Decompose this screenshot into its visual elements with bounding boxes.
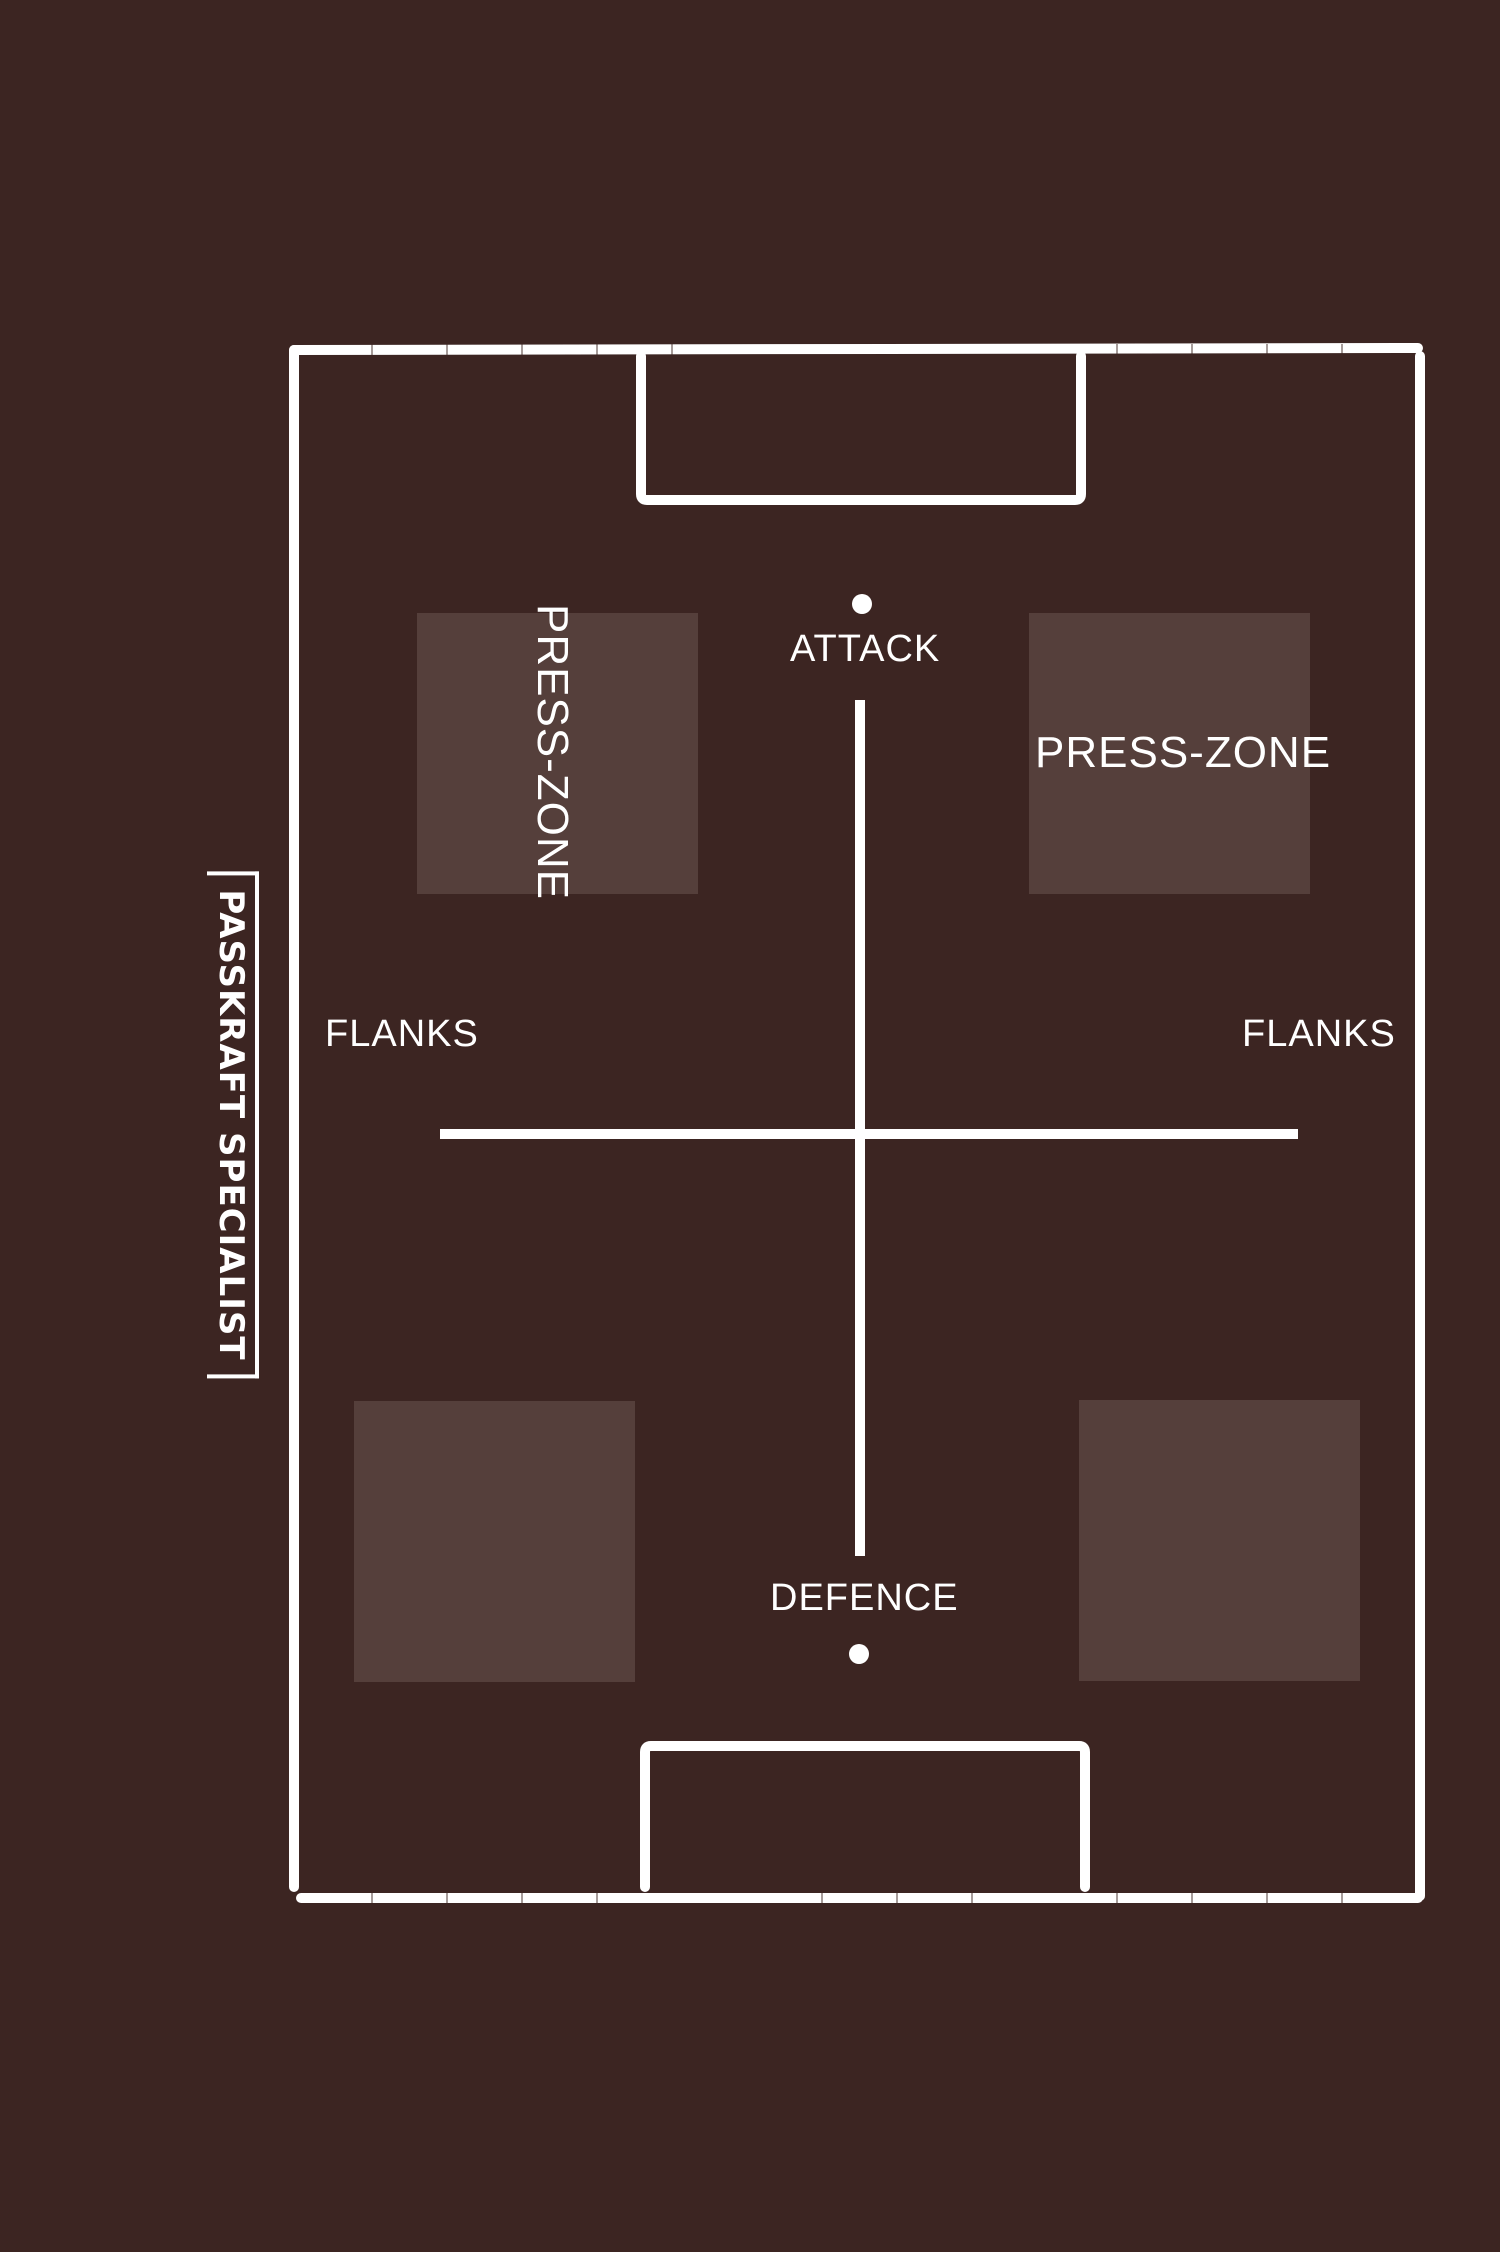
goal-box-top (636, 351, 1086, 505)
boundary-tick-marks (371, 344, 1343, 1904)
goal-box-bottom (640, 1741, 1090, 1892)
defence-marker-dot (849, 1644, 869, 1664)
press-zone-top-left (417, 613, 698, 894)
brand-tag: PASSKRAFT SPECIALIST (207, 871, 259, 1379)
flanks-left-label: FLANKS (325, 1013, 479, 1055)
flanks-right-label: FLANKS (1242, 1013, 1396, 1055)
pitch-outline (289, 343, 1425, 1903)
press-zone-top-right (1029, 613, 1310, 894)
defence-label: DEFENCE (770, 1577, 959, 1619)
press-zone-left-label: PRESS-ZONE (528, 603, 577, 901)
zone-bottom-left (354, 1401, 635, 1682)
attack-label: ATTACK (790, 628, 941, 670)
zone-bottom-right (1079, 1400, 1360, 1681)
attack-marker-dot (852, 594, 872, 614)
press-zone-right-label: PRESS-ZONE (1035, 728, 1332, 777)
